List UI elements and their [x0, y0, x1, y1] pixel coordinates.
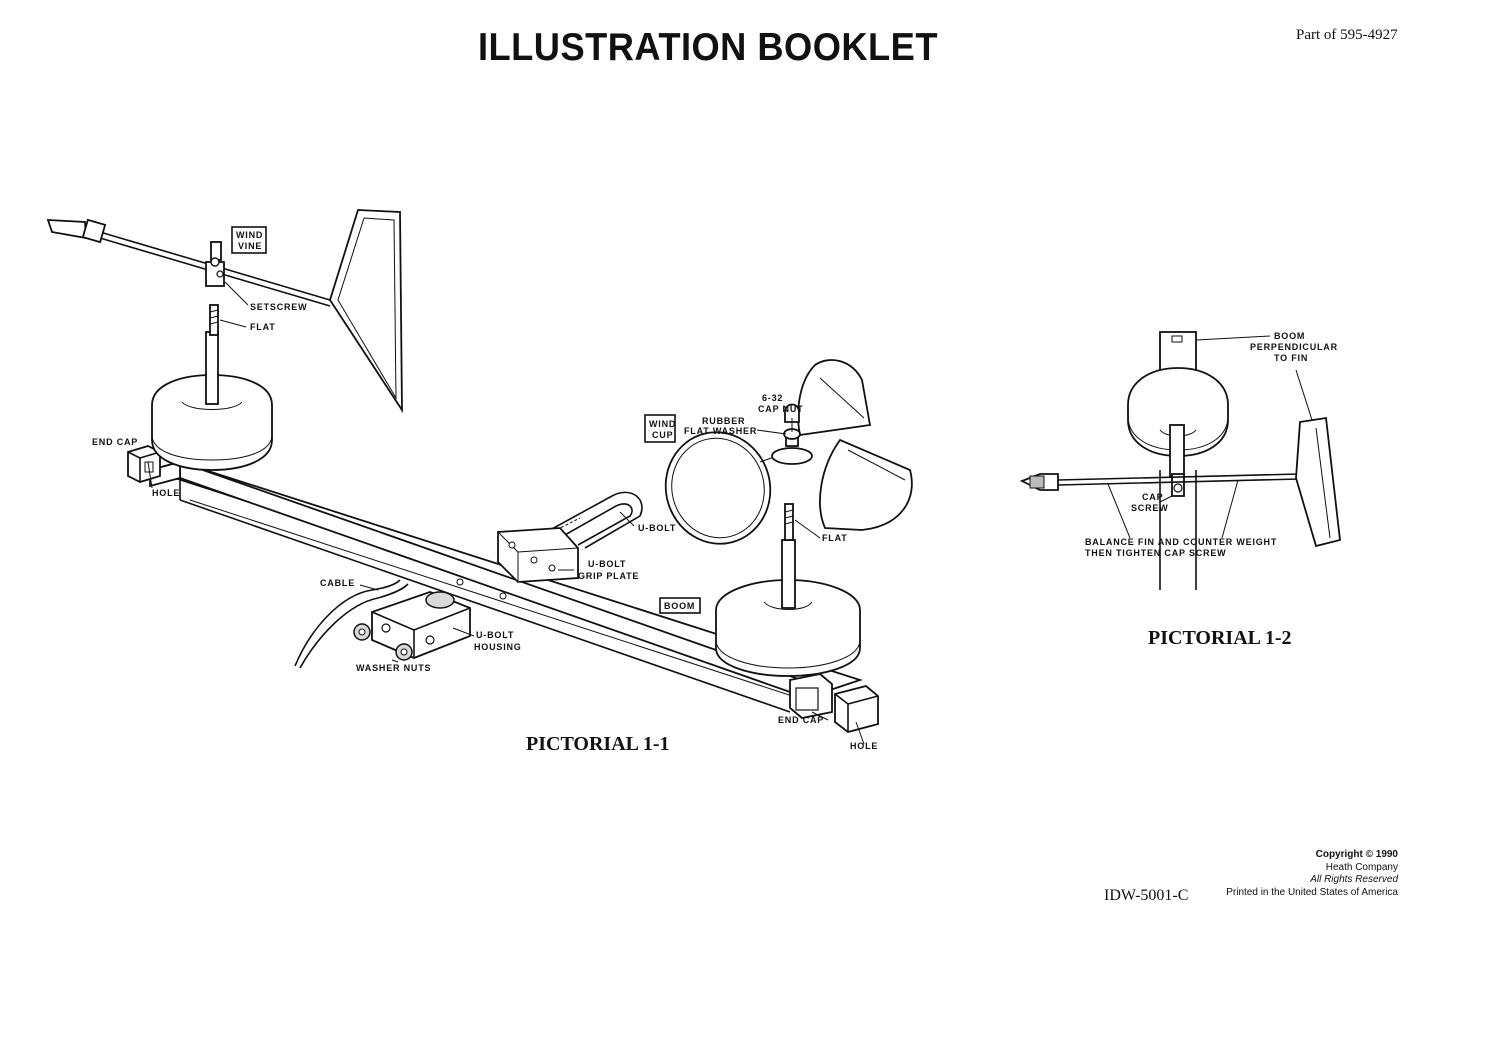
label-wind-vine-2: VINE	[238, 241, 262, 251]
label-hole-left: HOLE	[152, 488, 180, 498]
label-hole-right: HOLE	[850, 741, 878, 751]
label-u-bolt: U-BOLT	[638, 523, 676, 533]
cable	[294, 579, 409, 669]
label-rubber-1: RUBBER	[702, 416, 745, 426]
u-bolt-housing	[371, 591, 471, 659]
label-wind-vine-1: WIND	[236, 230, 263, 240]
boom-tube	[146, 460, 863, 713]
label-wind-cup-2: CUP	[652, 430, 673, 440]
label-housing-1: U-BOLT	[476, 630, 514, 640]
label-boom-perpendicular-3: TO FIN	[1274, 353, 1308, 363]
label-end-cap-right: END CAP	[778, 715, 824, 725]
label-wind-cup-1: WIND	[649, 419, 676, 429]
wind-cups	[664, 359, 913, 545]
label-balance-2: THEN TIGHTEN CAP SCREW	[1085, 548, 1226, 558]
document-code: IDW-5001-C	[1104, 887, 1189, 904]
boom-label-box	[659, 597, 701, 614]
label-grip-plate-2: GRIP PLATE	[578, 571, 639, 581]
label-setscrew: SETSCREW	[250, 302, 307, 312]
leader-lines-1-1	[147, 281, 865, 745]
label-grip-plate-1: U-BOLT	[588, 559, 626, 569]
right-end-cap	[789, 673, 879, 733]
label-rubber-2: FLAT WASHER	[684, 426, 757, 436]
label-boom-perpendicular-2: PERPENDICULAR	[1250, 342, 1338, 352]
washer-nuts	[353, 623, 413, 661]
label-cap-nut-1: 6-32	[762, 393, 783, 403]
label-boom-perpendicular-1: BOOM	[1274, 331, 1305, 341]
page-title: ILLUSTRATION BOOKLET	[478, 26, 938, 69]
label-cap-nut-2: CAP NUT	[758, 404, 803, 414]
part-number: Part of 595-4927	[1296, 27, 1398, 43]
printed-line: Printed in the United States of America	[1226, 886, 1398, 898]
label-flat-right: FLAT	[822, 533, 848, 543]
u-bolt-assembly	[456, 491, 643, 600]
label-flat-top: FLAT	[250, 322, 276, 332]
label-cap-screw-2: SCREW	[1131, 503, 1169, 513]
label-cable: CABLE	[320, 578, 355, 588]
wind-vine-label-box	[231, 226, 267, 254]
pictorial-1-2-drawing: BOOM PERPENDICULAR TO FIN CAP SCREW BALA…	[1019, 331, 1341, 590]
wind-vane	[46, 209, 403, 414]
rights-line: All Rights Reserved	[1310, 874, 1398, 885]
label-washer-nuts: WASHER NUTS	[356, 663, 431, 673]
wind-vane-base	[151, 304, 273, 471]
label-boom: BOOM	[664, 601, 695, 611]
pictorial-1-1-drawing: WIND VINE SETSCREW FLAT END CAP HOLE 6-3…	[46, 209, 913, 751]
wind-cup-base	[715, 503, 861, 677]
caption-pictorial-1-2: PICTORIAL 1-2	[1148, 627, 1292, 649]
label-housing-2: HOUSING	[474, 642, 522, 652]
wind-cup-label-box	[644, 414, 676, 443]
label-balance-1: BALANCE FIN AND COUNTER WEIGHT	[1085, 537, 1277, 547]
copyright-line: Copyright © 1990	[1315, 849, 1398, 860]
company-line: Heath Company	[1325, 861, 1398, 873]
label-end-cap-left: END CAP	[92, 437, 138, 447]
caption-pictorial-1-1: PICTORIAL 1-1	[526, 733, 670, 755]
copyright-block: Copyright © 1990 Heath Company All Right…	[1210, 849, 1398, 899]
label-cap-screw-1: CAP	[1142, 492, 1163, 502]
